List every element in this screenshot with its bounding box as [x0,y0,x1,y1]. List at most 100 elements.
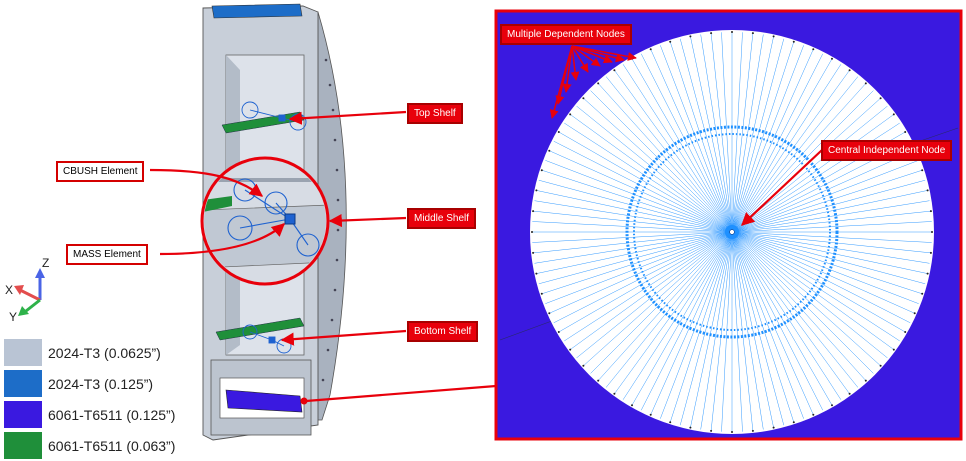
dependent-node [548,312,551,315]
dependent-node [751,429,754,432]
dependent-node-arrow [571,45,637,61]
rbe2-spoke [622,231,733,400]
dependent-node [569,113,572,116]
dependent-node [710,429,713,432]
dependent-node [535,272,538,275]
axis-triad [14,268,45,316]
legend-swatch [4,401,42,428]
rbe2-spoke [731,200,930,233]
dependent-node [926,189,929,192]
rbe2-spoke [536,190,733,233]
rbe2-spoke [564,122,733,233]
bottom-box-to-panel-leader [305,384,497,403]
rbe2-spoke [690,231,733,428]
dependent-node [532,251,535,254]
rbe2-spoke [731,70,850,233]
rbe2-spoke [710,33,733,233]
rbe2-spoke [731,64,842,233]
rbe2-spoke [614,231,733,394]
dependent-node [597,82,600,85]
rbe2-spoke [536,231,733,274]
legend-label: 6061-T6511 (0.125”) [48,406,176,423]
dependent-node [613,392,616,395]
rbe2-spoke [731,231,874,374]
dependent-node [540,292,543,295]
rbe2-spoke [731,231,923,295]
dependent-node [931,231,933,233]
rbe2-spoke [731,32,743,233]
dependent-node [831,404,833,407]
rbe2-spoke [731,160,919,233]
rbe2-spoke [533,210,733,233]
legend-label: 2024-T3 (0.125”) [48,375,154,392]
rbe2-spoke [731,231,906,333]
legend-item: 2024-T3 (0.125”) [4,368,175,399]
dependent-node-arrow [555,45,573,105]
dependent-node-arrow [571,45,589,73]
rbe2-spoke [545,160,733,233]
rbe2-spoke [731,49,814,233]
rbe2-spoke [622,64,733,233]
rbe2-spoke [731,231,888,359]
central-node-leader [741,149,823,226]
rbe2-spoke [731,210,931,233]
rbe2-spoke [731,231,743,432]
dependent-node [812,413,815,416]
rbe2-spoke [731,231,928,274]
dependent-node [879,97,882,100]
legend-item: 6061-T6511 (0.125”) [4,399,175,430]
y-axis-label: Y [9,310,18,324]
dependent-node [772,35,775,38]
rbe2-spoke [605,231,733,388]
rbe2-spoke [564,231,733,342]
bottom-box-panel [225,389,303,413]
dependent-node [921,169,924,172]
rbe2-spoke [731,231,881,366]
central-independent-node-callout: Central Independent Node [821,140,953,161]
rbe2-spoke [640,231,733,411]
rbe2-spoke [731,231,894,350]
rbe2-spoke [650,231,733,415]
rbe2-spoke [731,221,932,233]
rbe2-spoke [731,231,859,388]
z-axis-label: Z [42,256,50,270]
rbe2-spoke [731,231,931,254]
middle-shelf-callout: Middle Shelf [407,208,477,229]
rbe2-spoke [731,231,900,342]
rbe2-spoke [640,53,733,233]
dependent-node [557,131,560,133]
rbe2-spoke [614,70,733,233]
bottom-shelf-leader [280,329,407,346]
rbe2-spoke [549,150,733,233]
rbe2-spoke [583,98,733,233]
dependent-node [929,210,932,213]
dependent-node [548,149,551,152]
rbe2-spoke [700,231,733,430]
rbe2-spoke [558,231,733,333]
rbe2-spokes [532,32,932,432]
rbe2-spoke [669,41,733,233]
dependent-node [792,421,795,424]
rbe2-spoke [700,34,733,233]
dependent-node [772,426,775,429]
rbe2-spoke [731,231,764,430]
dependent-node [751,32,754,35]
rbe2-spoke [538,231,733,285]
mesh-detail-panel [494,9,963,441]
rbe2-spoke [570,231,733,350]
dependent-node [649,413,652,416]
rbe2-spoke [669,231,733,423]
rbe2-spoke [731,53,824,233]
rbe2-spoke [679,231,733,426]
top-shelf-callout: Top Shelf [407,103,463,124]
mass-element-callout: MASS Element [66,244,148,265]
rbe2-spoke [731,231,866,381]
dependent-nodes-fan [549,45,637,119]
rbe2-spoke [558,131,733,233]
rbe2-spoke [731,34,764,233]
mass-leader [159,223,285,256]
rbe2-spoke [731,231,804,419]
rbe2-spoke [598,83,733,233]
rbe2-spoke [731,45,804,233]
